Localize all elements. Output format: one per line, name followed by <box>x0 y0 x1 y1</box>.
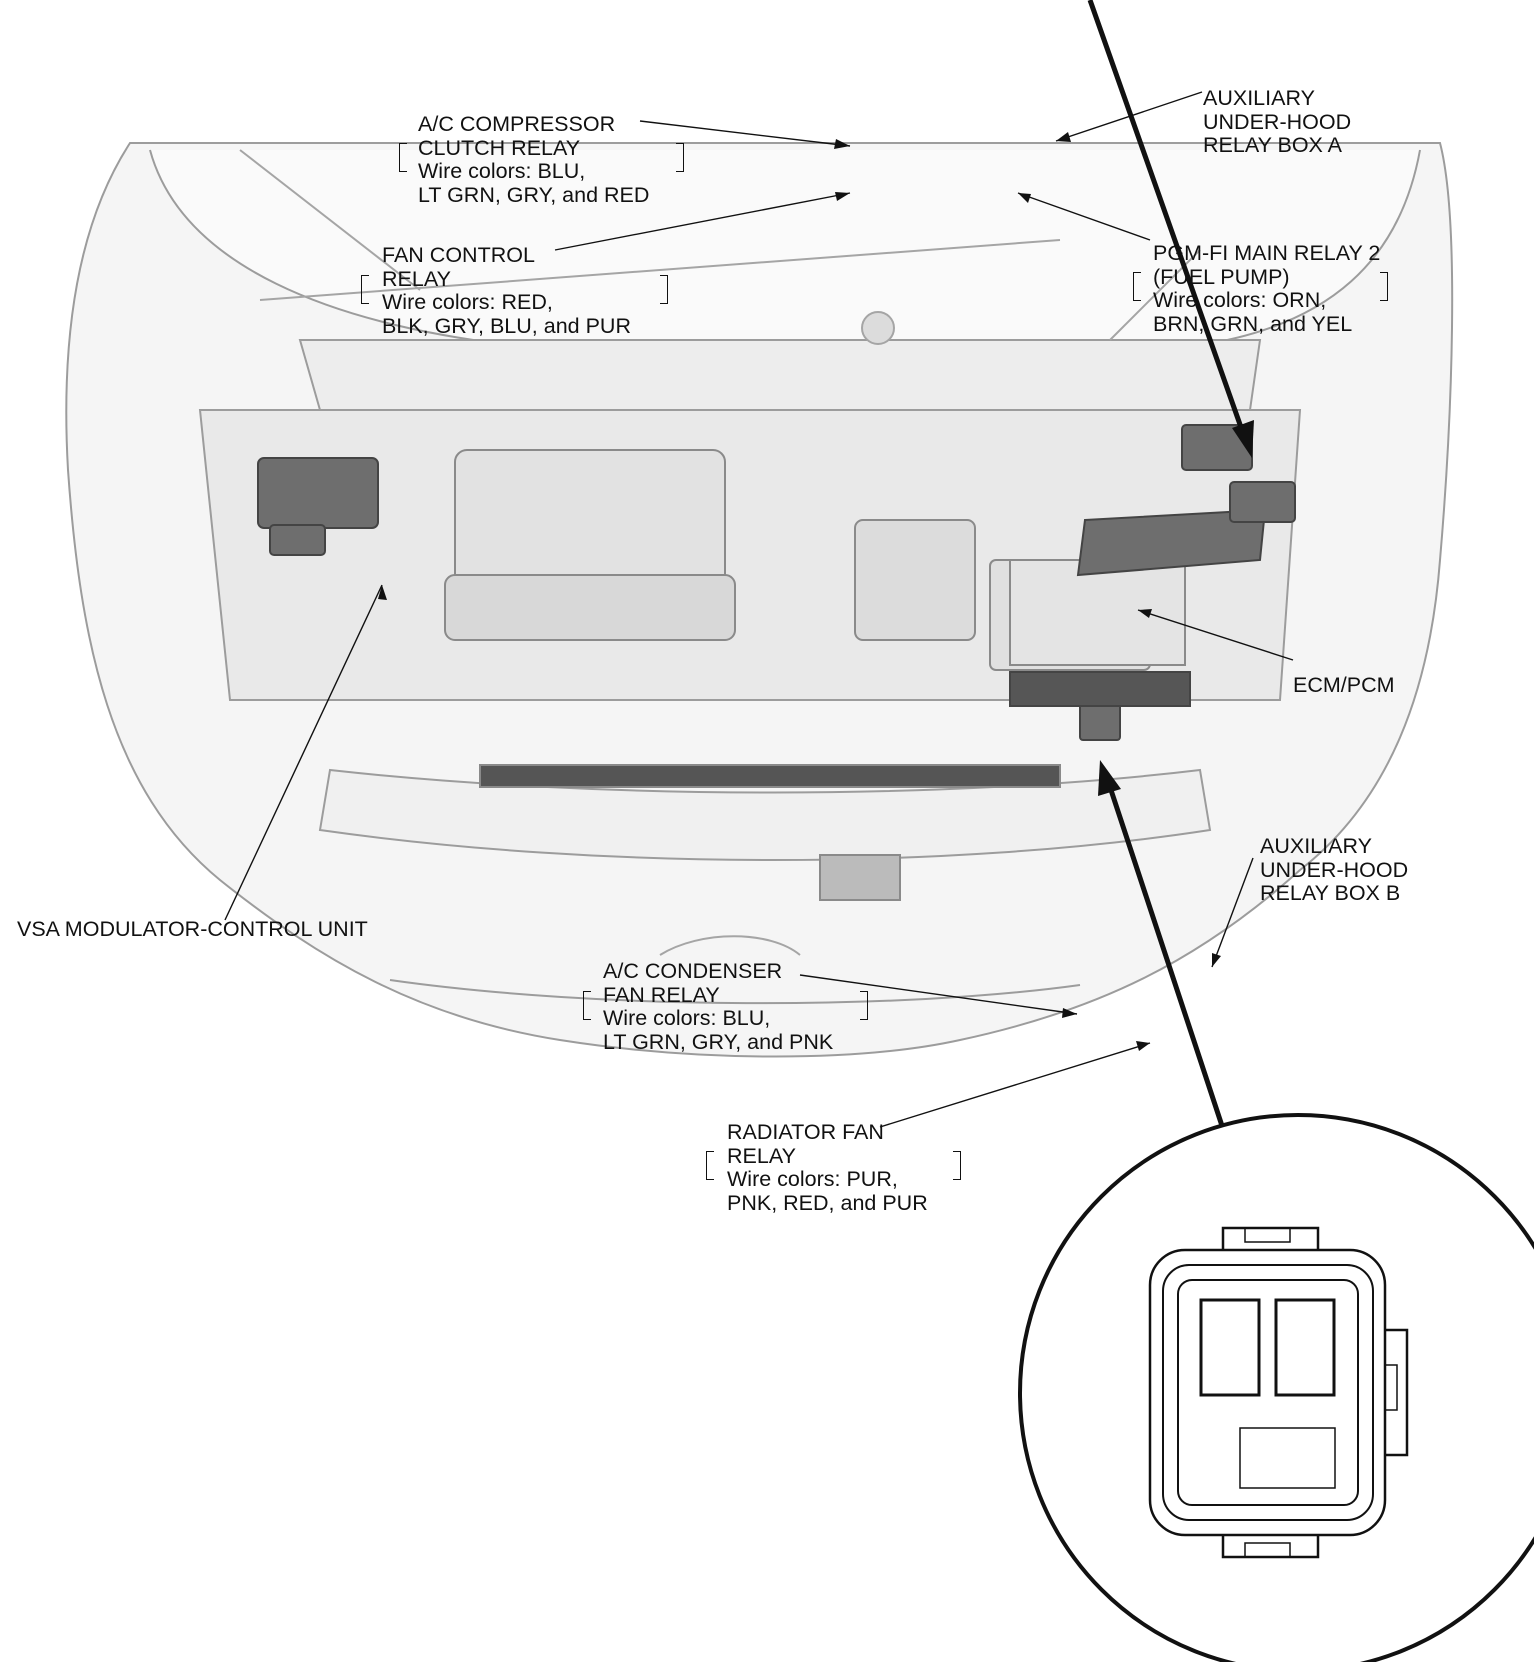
bracket-left <box>706 1151 714 1180</box>
engine-components <box>444 449 1186 901</box>
label-line: RELAY BOX B <box>1260 881 1401 905</box>
label-wire-colors: Wire colors: RED, <box>382 290 553 314</box>
label-aux-relay-box-b: AUXILIARY UNDER-HOOD RELAY BOX B <box>1260 834 1409 906</box>
label-wire-colors: Wire colors: PUR, <box>727 1167 898 1191</box>
label-title-line: FAN RELAY <box>603 982 720 1007</box>
terminal-left <box>1199 1298 1261 1397</box>
leader-aux-box-b <box>1211 857 1254 968</box>
label-title-line: (FUEL PUMP) <box>1153 264 1290 289</box>
thick-arrow-bottom <box>1106 783 1233 1151</box>
label-title-line: RELAY <box>382 266 451 291</box>
bracket-right <box>953 1151 961 1180</box>
label-title-line: RADIATOR FAN <box>727 1120 884 1144</box>
thick-arrow-heads <box>1098 420 1254 796</box>
label-vsa-modulator-control-unit: VSA MODULATOR-CONTROL UNIT <box>17 917 368 942</box>
label-title-line: FAN CONTROL <box>382 243 535 267</box>
label-wire-colors: Wire colors: ORN, <box>1153 288 1327 312</box>
arrow-heads <box>378 132 1221 1051</box>
leader-lines <box>224 91 1294 1128</box>
label-ac-condenser-fan-relay: A/C CONDENSER FAN RELAY Wire colors: BLU… <box>603 959 834 1054</box>
label-ac-compressor-clutch-relay: A/C COMPRESSOR CLUTCH RELAY Wire colors:… <box>418 112 650 207</box>
relay-connector <box>1148 1226 1409 1559</box>
label-aux-relay-box-a: AUXILIARY UNDER-HOOD RELAY BOX A <box>1203 86 1352 158</box>
label-line: UNDER-HOOD <box>1203 109 1352 134</box>
label-wire-colors: Wire colors: BLU, <box>418 159 586 183</box>
thick-arrow-top <box>1087 0 1246 434</box>
label-wire-colors: BRN, GRN, and YEL <box>1153 311 1353 336</box>
label-title-line: PGM-FI MAIN RELAY 2 <box>1153 241 1381 265</box>
bracket-right <box>1380 272 1388 301</box>
label-fan-control-relay: FAN CONTROL RELAY Wire colors: RED, BLK,… <box>382 243 631 338</box>
leader-radiator-fan <box>879 1042 1151 1128</box>
terminal-right <box>1274 1298 1336 1397</box>
terminal-bottom <box>1239 1427 1336 1489</box>
connector-detail <box>1018 1113 1534 1662</box>
leader-pgm-fi <box>1017 192 1151 241</box>
bracket-right <box>660 275 668 304</box>
thick-arrows <box>1087 0 1246 1151</box>
leader-ecm <box>1137 609 1294 661</box>
label-title-line: A/C COMPRESSOR <box>418 112 616 136</box>
bracket-left <box>399 143 407 172</box>
bracket-left <box>1133 272 1141 301</box>
label-wire-colors: LT GRN, GRY, and RED <box>418 182 650 207</box>
label-line: ECM/PCM <box>1293 673 1395 697</box>
dark-modules <box>257 424 1296 741</box>
label-title-line: A/C CONDENSER <box>603 959 783 983</box>
label-line: AUXILIARY <box>1203 86 1315 110</box>
label-wire-colors: LT GRN, GRY, and PNK <box>603 1029 834 1054</box>
label-title-line: CLUTCH RELAY <box>418 135 581 160</box>
leader-ac-compressor <box>639 120 851 147</box>
leader-ac-condenser <box>799 974 1078 1015</box>
label-title-line: RELAY <box>727 1143 796 1168</box>
label-pgm-fi-main-relay-2: PGM-FI MAIN RELAY 2 (FUEL PUMP) Wire col… <box>1153 241 1381 336</box>
label-line: UNDER-HOOD <box>1260 857 1409 882</box>
label-wire-colors: Wire colors: BLU, <box>603 1006 771 1030</box>
label-ecm-pcm: ECM/PCM <box>1293 673 1395 698</box>
label-radiator-fan-relay: RADIATOR FAN RELAY Wire colors: PUR, PNK… <box>727 1120 928 1215</box>
bracket-right <box>860 991 868 1020</box>
label-line: RELAY BOX A <box>1203 133 1343 157</box>
label-line: AUXILIARY <box>1260 834 1372 858</box>
bracket-left <box>583 991 591 1020</box>
bracket-right <box>676 143 684 172</box>
leader-vsa <box>224 584 383 921</box>
leader-fan-control <box>554 192 851 251</box>
label-wire-colors: PNK, RED, and PUR <box>727 1190 928 1215</box>
bracket-left <box>361 275 369 304</box>
label-line: VSA MODULATOR-CONTROL UNIT <box>17 917 368 941</box>
label-wire-colors: BLK, GRY, BLU, and PUR <box>382 313 631 338</box>
